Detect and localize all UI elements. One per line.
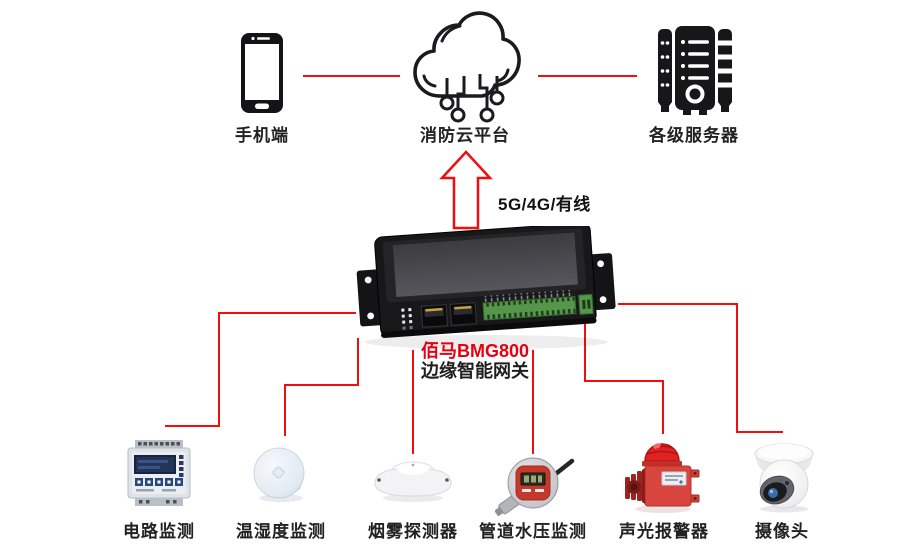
line-gateway-temphum bbox=[284, 338, 359, 436]
line-gateway-alarm bbox=[584, 323, 664, 434]
sound-light-alarm-icon bbox=[625, 443, 700, 513]
device-alarm bbox=[621, 437, 703, 514]
uplink-label: 5G/4G/有线 bbox=[498, 195, 591, 214]
node-phone-label: 手机端 bbox=[235, 126, 289, 145]
gateway-image bbox=[338, 226, 628, 356]
device-temphum-label: 温湿度监测 bbox=[236, 522, 326, 541]
line-gateway-camera bbox=[618, 303, 783, 433]
node-server bbox=[656, 26, 734, 118]
gateway-brand-model: 佰马BMG800 bbox=[421, 341, 530, 361]
device-smoke-label: 烟雾探测器 bbox=[368, 522, 458, 541]
uplink-arrow-icon bbox=[439, 150, 493, 230]
device-circuit-label: 电路监测 bbox=[123, 522, 195, 541]
device-temphum bbox=[251, 444, 313, 504]
smartphone-icon bbox=[241, 33, 283, 113]
node-cloud bbox=[408, 8, 524, 126]
temp-humidity-sensor-icon bbox=[253, 447, 305, 502]
iot-cloud-icon bbox=[413, 11, 521, 123]
line-gateway-circuit bbox=[165, 312, 356, 427]
device-camera-label: 摄像头 bbox=[755, 522, 809, 541]
dome-camera-icon bbox=[754, 443, 814, 513]
smoke-detector-icon bbox=[374, 461, 452, 502]
device-smoke bbox=[372, 456, 454, 506]
gateway-product-name: 边缘智能网关 bbox=[421, 361, 529, 381]
device-camera bbox=[743, 439, 825, 513]
server-tower-icon bbox=[658, 26, 732, 115]
device-pressure-label: 管道水压监测 bbox=[479, 522, 587, 541]
device-circuit bbox=[126, 440, 192, 506]
circuit-monitor-icon bbox=[127, 440, 191, 506]
node-phone bbox=[240, 32, 284, 114]
pipe-pressure-gauge-icon bbox=[495, 457, 575, 516]
device-pressure bbox=[495, 452, 575, 516]
node-server-label: 各级服务器 bbox=[649, 126, 739, 145]
gateway-label: 佰马BMG800 边缘智能网关 bbox=[421, 341, 529, 381]
device-alarm-label: 声光报警器 bbox=[619, 522, 709, 541]
node-cloud-label: 消防云平台 bbox=[420, 126, 510, 145]
